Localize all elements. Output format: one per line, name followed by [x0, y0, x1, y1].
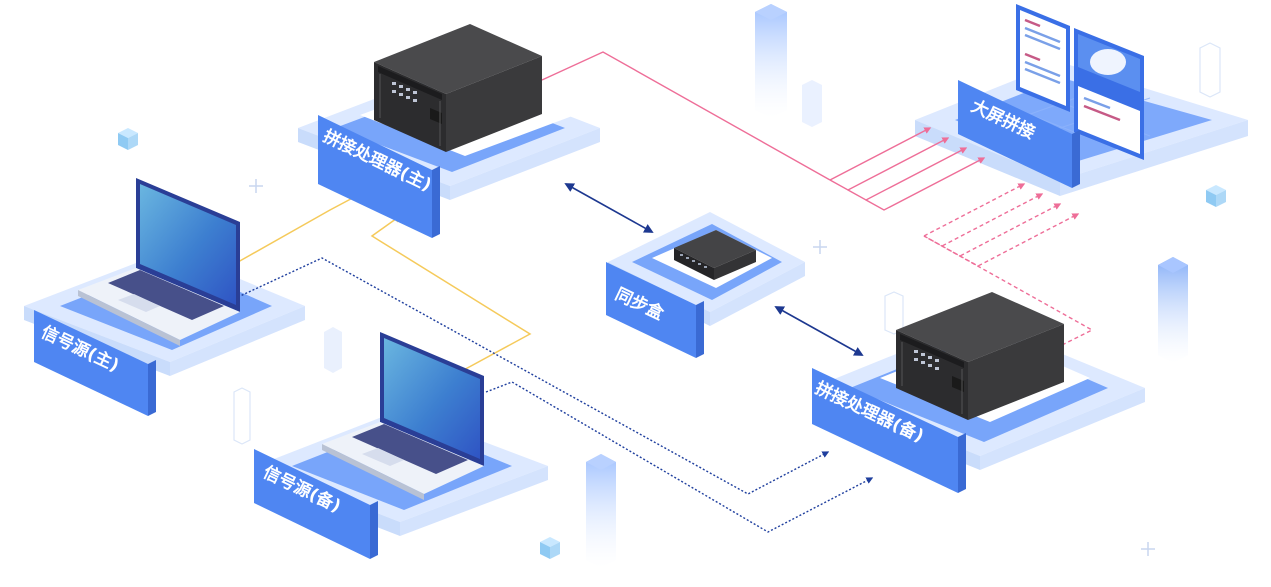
laptop-main-icon	[78, 178, 240, 346]
sync-link-main	[564, 183, 654, 233]
sync-link-backup	[774, 306, 864, 356]
link-backup-source-to-backup-processor	[485, 381, 874, 533]
decor-cube	[1206, 185, 1226, 207]
link-backup-processor-to-big-screen	[923, 183, 1094, 346]
decor-cube	[540, 537, 560, 559]
link-backup-source-to-main-processor	[370, 215, 532, 373]
label-plate-sync-box: 同步盒	[606, 262, 704, 358]
decor-pillar	[1158, 257, 1188, 363]
processor-backup-icon	[896, 292, 1064, 420]
decor-pillar	[586, 454, 616, 568]
decor-pillar	[755, 4, 787, 118]
sync-box-device-icon	[674, 230, 756, 280]
decor-block	[324, 80, 822, 373]
big-screen-display-icon	[1016, 4, 1144, 160]
label-plate-main-source: 信号源(主)	[34, 310, 156, 416]
decor-cube	[118, 128, 138, 150]
link-main-source-to-main-processor	[237, 192, 364, 263]
decor-plus	[249, 179, 1155, 556]
link-main-processor-to-big-screen	[541, 51, 986, 211]
link-main-source-to-backup-processor	[237, 257, 830, 495]
processor-main-icon	[374, 24, 542, 152]
laptop-backup-icon	[322, 332, 484, 500]
